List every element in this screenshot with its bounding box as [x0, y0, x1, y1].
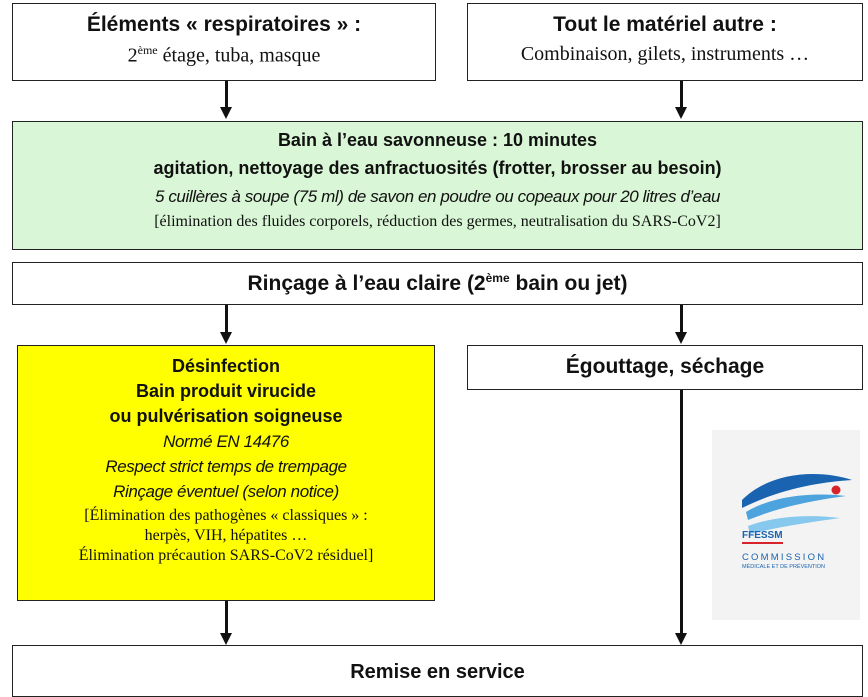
- arrow-head: [675, 332, 687, 344]
- arrow-shaft: [225, 81, 228, 109]
- disinfection-line7: [Élimination des pathogènes « classiques…: [84, 507, 368, 524]
- other-equipment-title: Tout le matériel autre :: [553, 13, 777, 36]
- disinfection-line5: Respect strict temps de trempage: [105, 457, 347, 476]
- disinfection-line6: Rinçage éventuel (selon notice): [113, 482, 339, 501]
- disinfection-line4: Normé EN 14476: [163, 432, 289, 451]
- soap-bath-box: Bain à l’eau savonneuse : 10 minutes agi…: [12, 121, 863, 250]
- red-dot: [831, 485, 841, 495]
- respiratory-sub-prefix: 2: [127, 44, 138, 67]
- other-equipment-box: Tout le matériel autre : Combinaison, gi…: [467, 3, 863, 81]
- arrow-shaft: [680, 305, 683, 334]
- drain-dry-box: Égouttage, séchage: [467, 345, 863, 390]
- soap-bath-line4: [élimination des fluides corporels, rédu…: [154, 213, 721, 230]
- drain-dry-label: Égouttage, séchage: [565, 355, 765, 378]
- respiratory-sub-sup: ème: [137, 43, 158, 57]
- soap-bath-line2: agitation, nettoyage des anfractuosités …: [153, 158, 722, 178]
- arrow-head: [675, 633, 687, 645]
- respiratory-sub-rest: étage, tuba, masque: [157, 44, 321, 67]
- other-equipment-subtitle: Combinaison, gilets, instruments …: [520, 43, 810, 65]
- disinfection-box: Désinfection Bain produit virucide ou pu…: [17, 345, 435, 601]
- wave-icon: [742, 474, 852, 534]
- ffessm-logo: FFESSM COMMISSION MÉDICALE ET DE PRÉVENT…: [712, 430, 860, 620]
- arrow-shaft: [680, 390, 683, 635]
- respiratory-elements-title: Éléments « respiratoires » :: [86, 13, 362, 36]
- arrow-shaft: [680, 81, 683, 109]
- logo-brand: FFESSM: [742, 530, 783, 544]
- rinse-prefix: Rinçage à l’eau claire (2: [247, 272, 486, 295]
- rinse-box: Rinçage à l’eau claire (2ème bain ou jet…: [12, 262, 863, 305]
- disinfection-line2: Bain produit virucide: [135, 381, 317, 401]
- disinfection-line9: Élimination précaution SARS-CoV2 résidue…: [78, 547, 374, 564]
- respiratory-elements-subtitle: 2ème étage, tuba, masque: [13, 43, 435, 68]
- logo-line2: MÉDICALE ET DE PRÉVENTION: [742, 564, 826, 570]
- arrow-shaft: [225, 601, 228, 635]
- back-in-service-label: Remise en service: [350, 661, 525, 683]
- rinse-label: Rinçage à l’eau claire (2ème bain ou jet…: [13, 271, 862, 296]
- wave-light: [746, 494, 846, 520]
- wave-blue: [742, 474, 852, 508]
- rinse-sup: ème: [485, 271, 510, 285]
- wave-cyan: [748, 516, 840, 534]
- back-in-service-box: Remise en service: [12, 645, 863, 697]
- arrow-head: [220, 332, 232, 344]
- soap-bath-line3: 5 cuillères à soupe (75 ml) de savon en …: [154, 187, 721, 206]
- disinfection-line8: herpès, VIH, hépatites …: [144, 527, 308, 544]
- arrow-shaft: [225, 305, 228, 334]
- arrow-head: [220, 107, 232, 119]
- respiratory-elements-box: Éléments « respiratoires » : 2ème étage,…: [12, 3, 436, 81]
- soap-bath-line1: Bain à l’eau savonneuse : 10 minutes: [277, 130, 598, 150]
- disinfection-line1: Désinfection: [171, 356, 281, 376]
- logo-line1: COMMISSION: [742, 552, 827, 563]
- arrow-head: [675, 107, 687, 119]
- disinfection-line3: ou pulvérisation soigneuse: [109, 406, 343, 426]
- rinse-suffix: bain ou jet): [509, 272, 628, 295]
- arrow-head: [220, 633, 232, 645]
